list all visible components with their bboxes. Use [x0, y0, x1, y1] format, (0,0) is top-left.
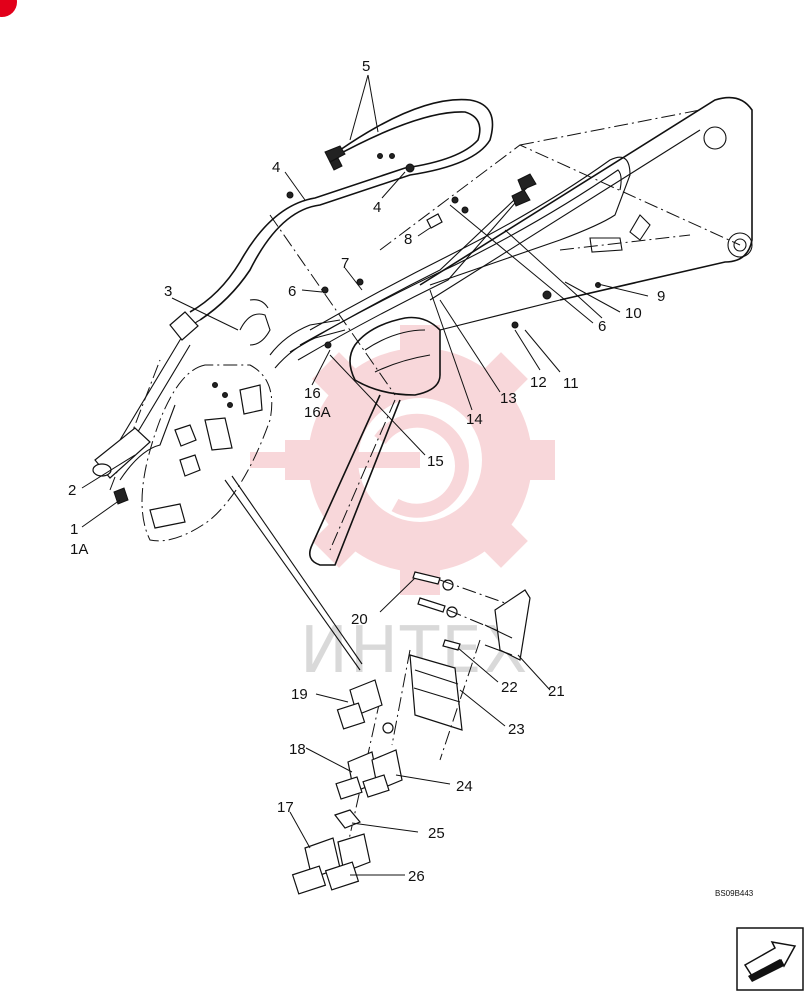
label-22: 22: [501, 679, 518, 696]
corner-mark: [0, 0, 17, 17]
label-14: 14: [466, 411, 483, 428]
label-12: 12: [530, 374, 547, 391]
part-labels: 5 4 4 8 7 6 3 9 6 10 12 11 13 14 16 16A …: [68, 58, 665, 885]
label-20: 20: [351, 611, 368, 628]
label-4a: 4: [272, 159, 280, 176]
label-2: 2: [68, 482, 76, 499]
label-23: 23: [508, 721, 525, 738]
label-21: 21: [548, 683, 565, 700]
label-1a: 1A: [70, 541, 88, 558]
label-24: 24: [456, 778, 473, 795]
label-16: 16: [304, 385, 321, 402]
label-25: 25: [428, 825, 445, 842]
label-7: 7: [341, 255, 349, 272]
label-11: 11: [563, 375, 579, 392]
label-13: 13: [500, 390, 517, 407]
next-page-arrow-icon: [743, 941, 797, 982]
loader-arm: [109, 96, 753, 566]
label-1: 1: [70, 521, 78, 538]
drawing-code: BS09B443: [715, 889, 754, 898]
label-16a: 16A: [304, 404, 331, 421]
coupler-assembly: [291, 571, 531, 895]
label-19: 19: [291, 686, 308, 703]
label-3: 3: [164, 283, 172, 300]
label-10: 10: [625, 305, 642, 322]
next-page-button[interactable]: [736, 927, 804, 991]
label-17: 17: [277, 799, 294, 816]
label-18: 18: [289, 741, 306, 758]
label-4b: 4: [373, 199, 381, 216]
leader-lines: [81, 74, 649, 876]
hoses: [92, 98, 631, 505]
label-6a: 6: [288, 283, 296, 300]
label-26: 26: [408, 868, 425, 885]
label-6b: 6: [598, 318, 606, 335]
label-9: 9: [657, 288, 665, 305]
connector-detail: [141, 364, 363, 671]
label-5: 5: [362, 58, 370, 75]
label-15: 15: [427, 453, 444, 470]
fasteners: [286, 153, 601, 349]
label-8: 8: [404, 231, 412, 248]
watermark-gear-logo: [250, 325, 555, 595]
